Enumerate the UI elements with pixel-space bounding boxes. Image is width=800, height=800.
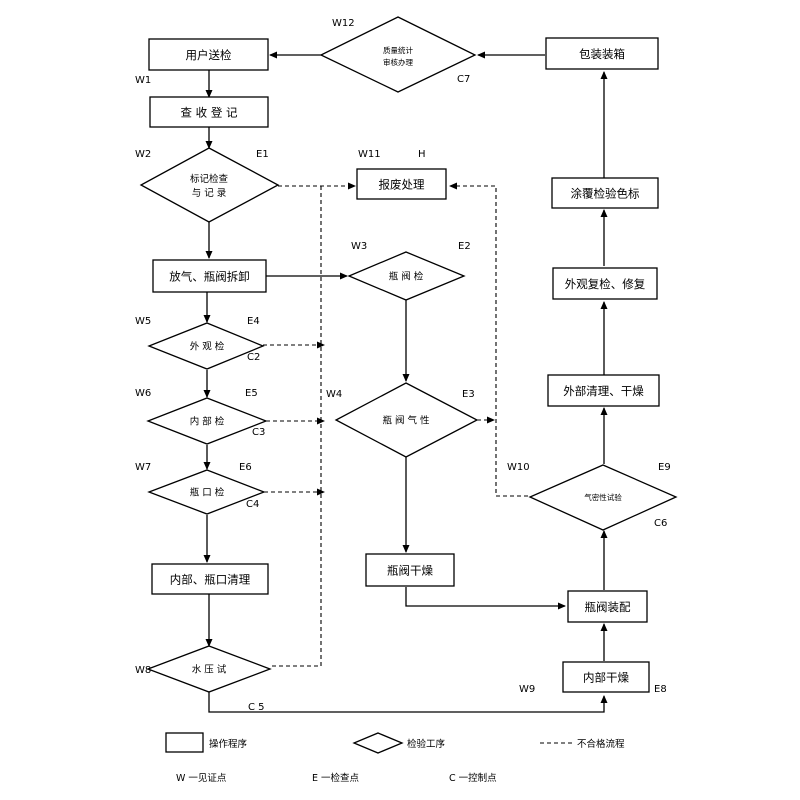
packing-box bbox=[545, 37, 659, 70]
legend-w-def: W 一见证点 bbox=[176, 773, 227, 784]
label-c2: C2 bbox=[247, 352, 260, 363]
user-delivery-box bbox=[148, 38, 269, 71]
label-c3: C3 bbox=[252, 427, 265, 438]
label-w1: W1 bbox=[135, 75, 151, 86]
point-labels: W12 C7 W1 W2 E1 W11 H W3 E2 W5 E4 C2 W6 … bbox=[135, 18, 671, 713]
appearance-check-diamond bbox=[147, 322, 265, 370]
label-w6: W6 bbox=[135, 388, 151, 399]
coating-check-box bbox=[551, 177, 659, 209]
label-w10: W10 bbox=[507, 462, 530, 473]
label-e6: E6 bbox=[239, 462, 252, 473]
airtight-test-text: 气密性试验 bbox=[584, 492, 622, 502]
legend-e-def: E 一检查点 bbox=[312, 772, 360, 784]
flow-connectors bbox=[203, 51, 608, 713]
scrap-box bbox=[356, 168, 447, 200]
coating-check-text: 涂覆检验色标 bbox=[571, 187, 640, 201]
label-e3: E3 bbox=[462, 389, 475, 400]
quality-stats-line1: 质量统计 bbox=[383, 45, 413, 55]
packing-text: 包装装箱 bbox=[579, 47, 625, 61]
valve-dry-text: 瓶阀干燥 bbox=[387, 564, 433, 578]
internal-clean-text: 内部、瓶口清理 bbox=[170, 573, 251, 587]
internal-dry-text: 内部干燥 bbox=[583, 671, 629, 685]
quality-stats-line2: 审核办理 bbox=[383, 57, 413, 67]
label-e1: E1 bbox=[256, 149, 269, 160]
water-test-text: 水 压 试 bbox=[192, 664, 227, 676]
internal-check-text: 内 部 检 bbox=[190, 416, 225, 428]
valve-assembly-text: 瓶阀装配 bbox=[585, 600, 631, 614]
label-c5: C 5 bbox=[248, 702, 265, 713]
label-w4: W4 bbox=[326, 389, 342, 400]
label-c7: C7 bbox=[457, 74, 470, 85]
arrow-dry-to-assembly bbox=[405, 587, 566, 610]
quality-stats-diamond bbox=[319, 16, 477, 93]
label-e4: E4 bbox=[247, 316, 260, 327]
dash-collector-line bbox=[270, 186, 322, 667]
mouth-check-diamond bbox=[147, 469, 266, 515]
user-delivery-text: 用户送检 bbox=[186, 48, 232, 62]
dash-airtight-to-scrap bbox=[449, 182, 528, 497]
appearance-check-text: 外 观 检 bbox=[190, 341, 225, 353]
legend: 操作程序 检验工序 不合格流程 W 一见证点 E 一检查点 C 一控制点 bbox=[165, 732, 625, 784]
valve-gas-text: 瓶 阀 气 性 bbox=[382, 415, 430, 427]
valve-dry-box bbox=[365, 553, 455, 587]
valve-assembly-box bbox=[567, 590, 648, 623]
mark-check-line1: 标记检查 bbox=[190, 173, 229, 185]
receive-register-text: 查 收 登 记 bbox=[181, 106, 238, 120]
scrap-text: 报废处理 bbox=[379, 178, 425, 192]
legend-inspection-text: 检验工序 bbox=[407, 738, 446, 750]
legend-operation-box bbox=[165, 732, 204, 753]
legend-operation-text: 操作程序 bbox=[209, 738, 248, 750]
label-c6: C6 bbox=[654, 518, 667, 529]
label-c4: C4 bbox=[246, 499, 259, 510]
label-w5: W5 bbox=[135, 316, 151, 327]
external-clean-text: 外部清理、干燥 bbox=[563, 384, 644, 398]
mark-check-diamond bbox=[139, 147, 280, 223]
label-h: H bbox=[418, 149, 426, 160]
label-w9: W9 bbox=[519, 684, 535, 695]
legend-c-def: C 一控制点 bbox=[449, 772, 497, 784]
label-e8: E8 bbox=[654, 684, 667, 695]
label-w2: W2 bbox=[135, 149, 151, 160]
label-w11: W11 bbox=[358, 149, 381, 160]
label-e5: E5 bbox=[245, 388, 258, 399]
receive-register-box bbox=[149, 96, 269, 128]
mark-check-line2: 与 记 录 bbox=[192, 187, 227, 199]
vent-disassemble-text: 放气、瓶阀拆卸 bbox=[169, 270, 250, 284]
label-w7: W7 bbox=[135, 462, 151, 473]
arrow-water-to-internal-dry bbox=[208, 692, 608, 713]
label-e2: E2 bbox=[458, 241, 471, 252]
flow-nodes: 用户送检 查 收 登 记 标记检查 与 记 录 放气、瓶阀拆卸 外 观 检 内 … bbox=[139, 16, 678, 693]
fail-connectors bbox=[263, 182, 528, 667]
external-clean-box bbox=[547, 374, 660, 407]
internal-check-diamond bbox=[146, 397, 268, 445]
valve-check-text: 瓶 阀 检 bbox=[389, 271, 424, 283]
valve-gas-diamond bbox=[334, 382, 479, 458]
internal-clean-box bbox=[151, 563, 269, 595]
label-e9: E9 bbox=[658, 462, 671, 473]
legend-fail-text: 不合格流程 bbox=[577, 738, 625, 750]
label-w8: W8 bbox=[135, 665, 151, 676]
legend-inspection-diamond bbox=[352, 732, 404, 754]
label-w12: W12 bbox=[332, 18, 355, 29]
water-test-diamond bbox=[146, 645, 272, 693]
label-w3: W3 bbox=[351, 241, 367, 252]
valve-check-diamond bbox=[347, 251, 466, 301]
internal-dry-box bbox=[562, 661, 650, 693]
vent-disassemble-box bbox=[152, 259, 267, 293]
appearance-recheck-text: 外观复检、修复 bbox=[565, 277, 646, 291]
appearance-recheck-box bbox=[552, 267, 658, 300]
mouth-check-text: 瓶 口 检 bbox=[190, 487, 225, 499]
airtight-test-diamond bbox=[528, 464, 678, 531]
